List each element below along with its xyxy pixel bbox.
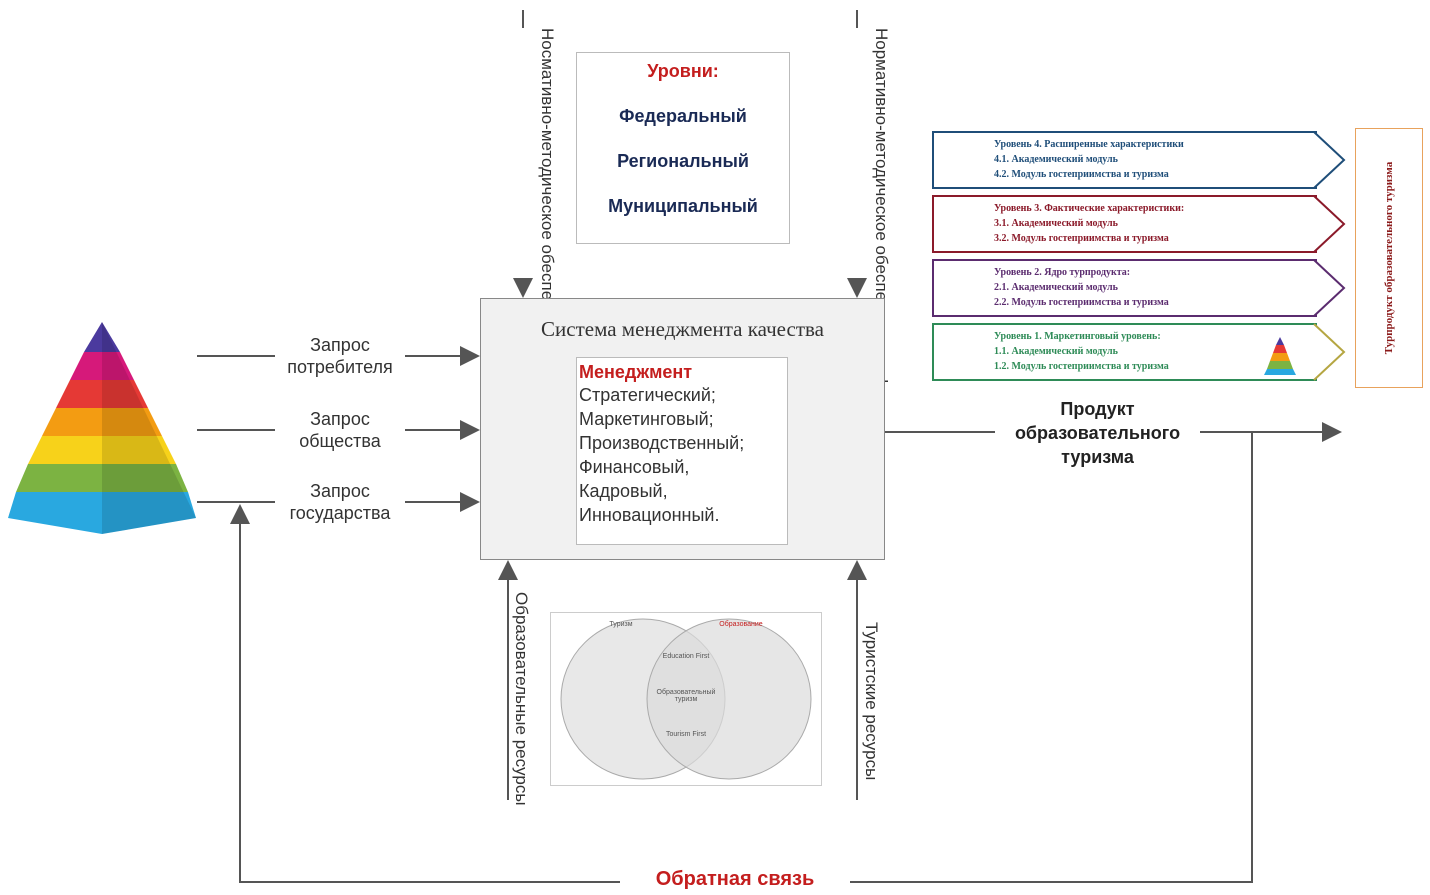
level-municipal: Муниципальный	[608, 196, 758, 216]
consumer-request-label: Запрос потребителя	[275, 334, 405, 378]
product-level-4: Уровень 4. Расширенные характеристики 4.…	[932, 131, 1317, 189]
education-methodology-label: Носмативно-методическое обеспечение в сф…	[538, 28, 557, 522]
product-level-item: 3.2. Модуль гостеприимства и туризма	[994, 233, 1169, 244]
product-level-item: 3.1. Академический модуль	[994, 218, 1118, 229]
output-line-2: образовательного	[995, 421, 1200, 445]
management-item: Производственный;	[579, 433, 745, 453]
product-level-1: Уровень 1. Маркетинговый уровень: 1.1. А…	[932, 323, 1317, 381]
product-level-title: Уровень 3. Фактические характеристики:	[994, 203, 1185, 214]
management-item: Маркетинговый;	[579, 409, 714, 429]
tour-product-label: Турпродукт образовательного туризма	[1383, 161, 1395, 355]
management-item: Кадровый,	[579, 481, 668, 501]
quality-management-system-box: Система менеджмента качества Менеджмент …	[480, 298, 885, 560]
management-item: Финансовый,	[579, 457, 690, 477]
output-product-label: Продукт образовательного туризма	[995, 397, 1200, 469]
product-level-item: 4.1. Академический модуль	[994, 154, 1118, 165]
venn-center-bottom: Tourism First	[665, 731, 707, 738]
pyramid-icon	[8, 322, 196, 534]
product-level-item: 1.1. Академический модуль	[994, 346, 1118, 357]
qms-title: Система менеджмента качества	[541, 317, 824, 341]
output-line-3: туризма	[1061, 447, 1134, 467]
tourism-methodology-label: Нормативно-методическое обеспечение в сф…	[872, 28, 891, 486]
output-line-1: Продукт	[1060, 399, 1135, 419]
tour-product-box: Турпродукт образовательного туризма	[1355, 128, 1423, 388]
product-level-item: 2.2. Модуль гостеприимства и туризма	[994, 297, 1169, 308]
tourist-resources-label: Туристские ресурсы	[862, 622, 881, 781]
level-federal: Федеральный	[619, 106, 747, 126]
venn-center-mid: Образовательный туризм	[656, 689, 716, 703]
product-level-2: Уровень 2. Ядро турпродукта: 2.1. Академ…	[932, 259, 1317, 317]
venn-left-title: Туризм	[609, 621, 633, 628]
educational-resources-label: Образовательные ресурсы	[512, 592, 531, 806]
product-level-title: Уровень 2. Ядро турпродукта:	[994, 267, 1131, 278]
level-arrow-tips	[1313, 131, 1346, 381]
product-level-3: Уровень 3. Фактические характеристики: 3…	[932, 195, 1317, 253]
management-item: Инновационный.	[579, 505, 720, 525]
product-level-title: Уровень 1. Маркетинговый уровень:	[994, 331, 1161, 342]
state-request-label: Запрос государства	[275, 480, 405, 524]
product-level-item: 1.2. Модуль гостеприимства и туризма	[994, 361, 1169, 372]
feedback-label: Обратная связь	[620, 868, 850, 891]
management-box: Менеджмент Стратегический; Маркетинговый…	[576, 357, 788, 545]
product-level-item: 4.2. Модуль гостеприимства и туризма	[994, 169, 1169, 180]
small-pyramid-icon	[1264, 337, 1296, 375]
levels-box: Уровни: Федеральный Региональный Муницип…	[576, 52, 790, 244]
level-regional: Региональный	[617, 151, 749, 171]
management-item: Стратегический;	[579, 385, 716, 405]
management-title: Менеджмент	[579, 362, 693, 382]
venn-right-title: Образование	[719, 621, 763, 628]
levels-title: Уровни:	[647, 61, 719, 81]
venn-center-top: Education First	[662, 653, 710, 660]
product-level-title: Уровень 4. Расширенные характеристики	[994, 139, 1184, 150]
society-request-label: Запрос общества	[275, 408, 405, 452]
venn-diagram: Туризм Образование Education First Образ…	[550, 612, 822, 786]
product-level-item: 2.1. Академический модуль	[994, 282, 1118, 293]
